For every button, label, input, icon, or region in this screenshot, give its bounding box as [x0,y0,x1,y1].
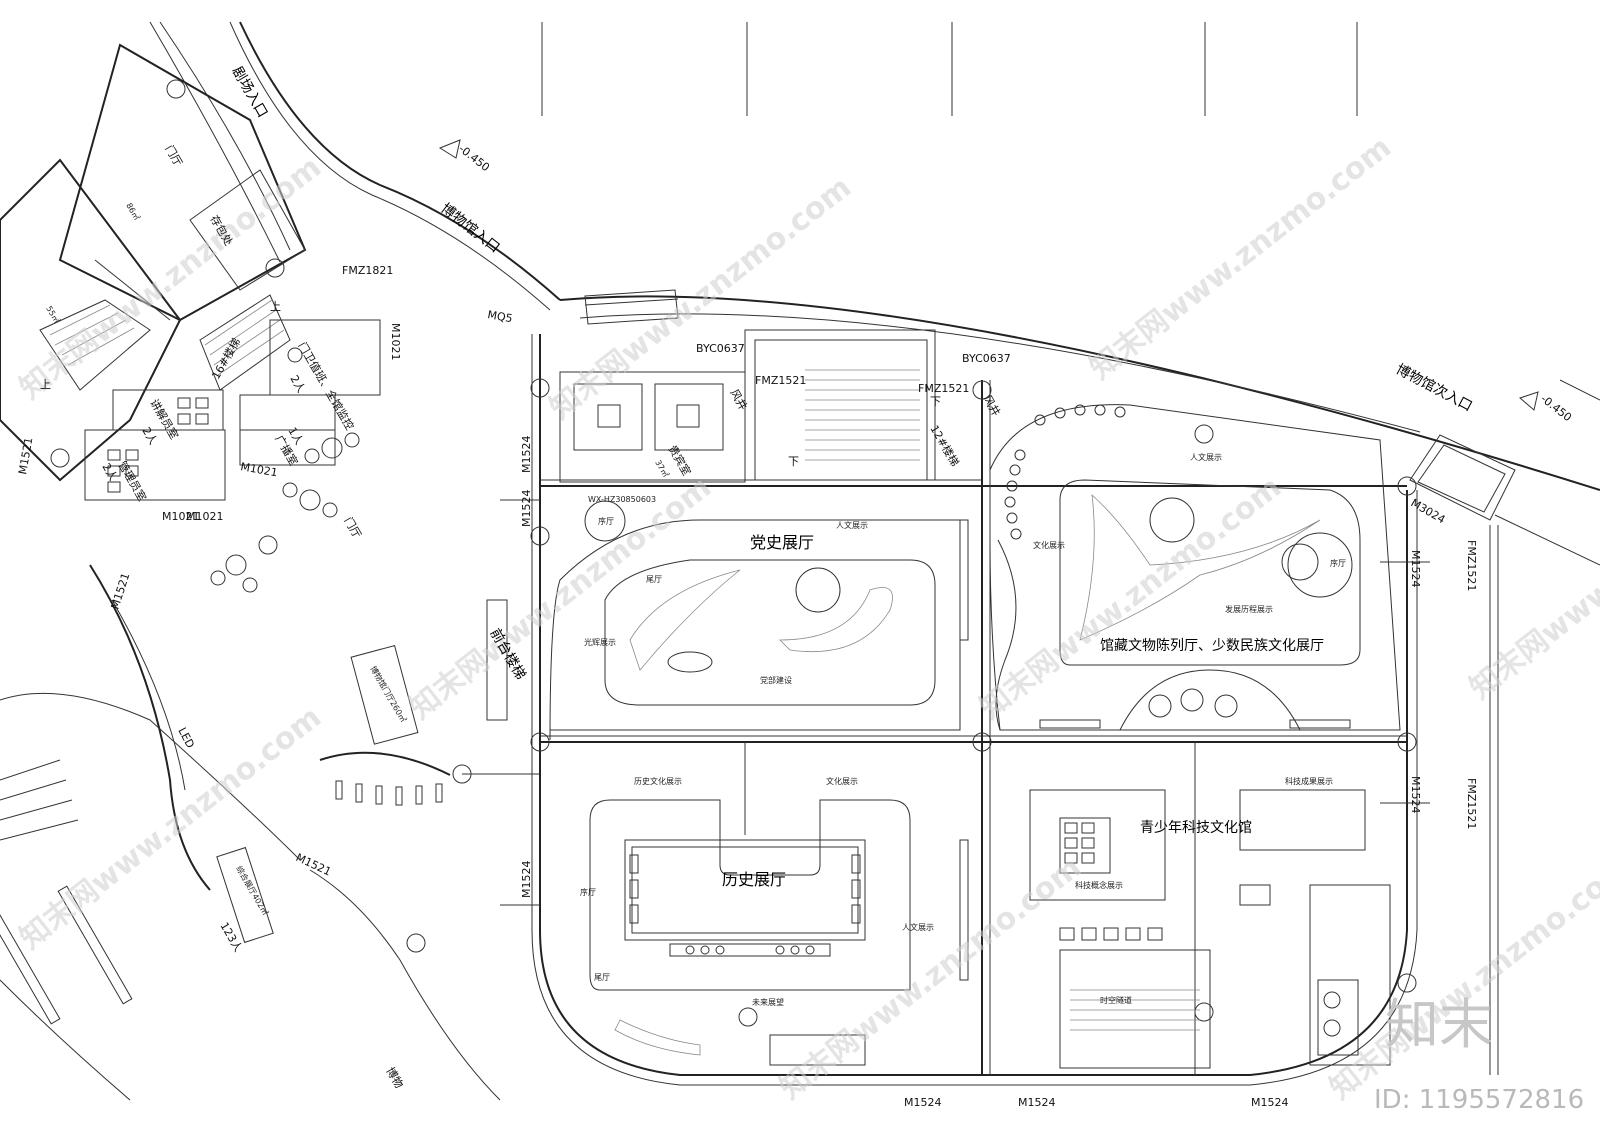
party-history-hall [549,500,969,741]
door-label: FMZ1521 [755,374,806,387]
left-lobby-block [0,43,472,953]
vip-area-label: 37㎡ [653,459,670,479]
watermark-text: 知末网www.znzmo.com [773,850,1088,1107]
door-label: FMZ1521 [918,382,969,395]
bo-label: 博物 [383,1065,406,1091]
door-label: M1524 [1018,1096,1056,1109]
watermark-text: 知末网www.znzmo.com [13,150,328,407]
area-label: 55㎡ [44,305,61,325]
multipurpose-hall-outline [0,347,540,1101]
door-label: M1021 [389,323,402,361]
elevation-markers [438,139,1539,411]
code-wx-label: WX-HZ30850603 [588,495,656,504]
xu-ting-label: 序厅 [598,516,614,526]
watermark-id: ID: 1195572816 [1374,1085,1585,1115]
admin-room-label: 管理员室 [115,459,149,504]
shikong-label: 时空隧道 [1100,995,1132,1005]
lecturer-count-label: 2人 [139,425,159,447]
keji-chengguo-label: 科技成果展示 [1285,776,1333,786]
youth-hall-label: 青少年科技文化馆 [1140,820,1252,836]
watermark-text: 知末网www.znzmo.com [973,470,1288,727]
vent-label: 风井 [727,387,750,413]
circulation-arrows [500,499,1430,906]
door-label: M1524 [520,490,533,528]
door-label: M1521 [16,436,35,475]
door-label: FMZ1521 [1465,540,1478,591]
xu-ting-label: 序厅 [580,887,596,897]
dangjian-label: 党部建设 [760,675,792,685]
guard-count-label: 2人 [287,373,307,395]
stair-16-label: 16#楼梯 [208,335,243,381]
watermark-text: 知末网www.znzmo.com [1083,130,1398,387]
door-label: FMZ1521 [1465,778,1478,829]
vent-label: 风井 [980,393,1003,419]
weilai-label: 未来展望 [752,997,784,1007]
stair-direction-label: 上 [40,378,51,391]
lishi-wenhua-label: 历史文化展示 [634,776,682,786]
door-label: M1524 [520,861,533,899]
main-building [530,329,1418,1086]
people-count-label: 123人 [217,920,244,954]
door-label: BYC0637 [962,352,1011,365]
museum-lobby-note: 博物馆门厅260㎡ [368,664,408,724]
wei-ting-label: 尾厅 [594,973,610,982]
party-hall-label: 党史展厅 [750,533,814,552]
door-label: M1524 [520,436,533,474]
door-label: M1524 [1409,776,1422,814]
multi-hall-note: 综合展厅402㎡ [234,864,270,917]
renwen-label: 人文展示 [836,520,868,530]
history-hall-label: 历史展厅 [722,870,786,889]
door-label: M1524 [1409,550,1422,588]
guanghui-label: 光辉展示 [584,637,616,647]
watermark-logo: 知末 [1385,993,1493,1056]
stair-direction-label: 下 [788,455,799,468]
led-label: LED [175,725,197,750]
door-label: MQ5 [486,308,513,325]
lobby-mid-label: 门厅 [341,515,364,541]
renwen-label: 人文展示 [902,922,934,932]
watermark-text: 知末网www.znzmo.com [1323,850,1600,1107]
wenhua-label: 文化展示 [1033,540,1065,550]
door-label: M1524 [1251,1096,1289,1109]
column-grid-lines [541,22,1358,116]
keji-gainian-label: 科技概念展示 [1075,880,1123,890]
history-hall [589,742,969,1066]
collection-hall [989,404,1401,731]
renwen-label: 人文展示 [1190,452,1222,462]
side-entrance-porch [1409,379,1600,1075]
stair-12-label: 12#楼梯 [927,423,962,469]
watermark-text: 知末网www.znzmo.com [1463,450,1600,707]
wei-ting-label: 尾厅 [646,575,662,584]
xu-ting-label: 序厅 [1330,558,1346,568]
museum-side-entrance-label: 博物馆次入口 [1393,361,1475,415]
door-label: M3024 [1409,496,1448,526]
door-label: M1021 [186,510,224,523]
watermark-layer: 知末网www.znzmo.com 知末网www.znzmo.com 知末网www… [13,130,1600,1107]
lobby-area-label: 86㎡ [124,202,141,222]
door-label: M1021 [239,460,278,479]
collection-hall-label: 馆藏文物陈列厅、少数民族文化展厅 [1100,637,1324,654]
wenhua-label: 文化展示 [826,776,858,786]
elevation-label: -0.450 [1538,392,1574,424]
exterior-facade [149,21,1600,491]
door-label: M1521 [294,851,333,879]
door-label: BYC0637 [696,342,745,355]
lobby-label: 门厅 [162,143,185,169]
door-label: FMZ1821 [342,264,393,277]
door-label: M1524 [904,1096,942,1109]
elevation-label: -0.450 [456,142,492,174]
stair-direction-label: 上 [270,300,281,313]
youth-science-hall [1029,742,1391,1075]
door-label: M1021 [162,510,200,523]
fazhan-label: 发展历程展示 [1225,604,1273,614]
door-label: M1521 [108,571,132,611]
watermark-text: 知末网www.znzmo.com [403,470,718,727]
stair-direction-label: 下 [930,395,941,408]
